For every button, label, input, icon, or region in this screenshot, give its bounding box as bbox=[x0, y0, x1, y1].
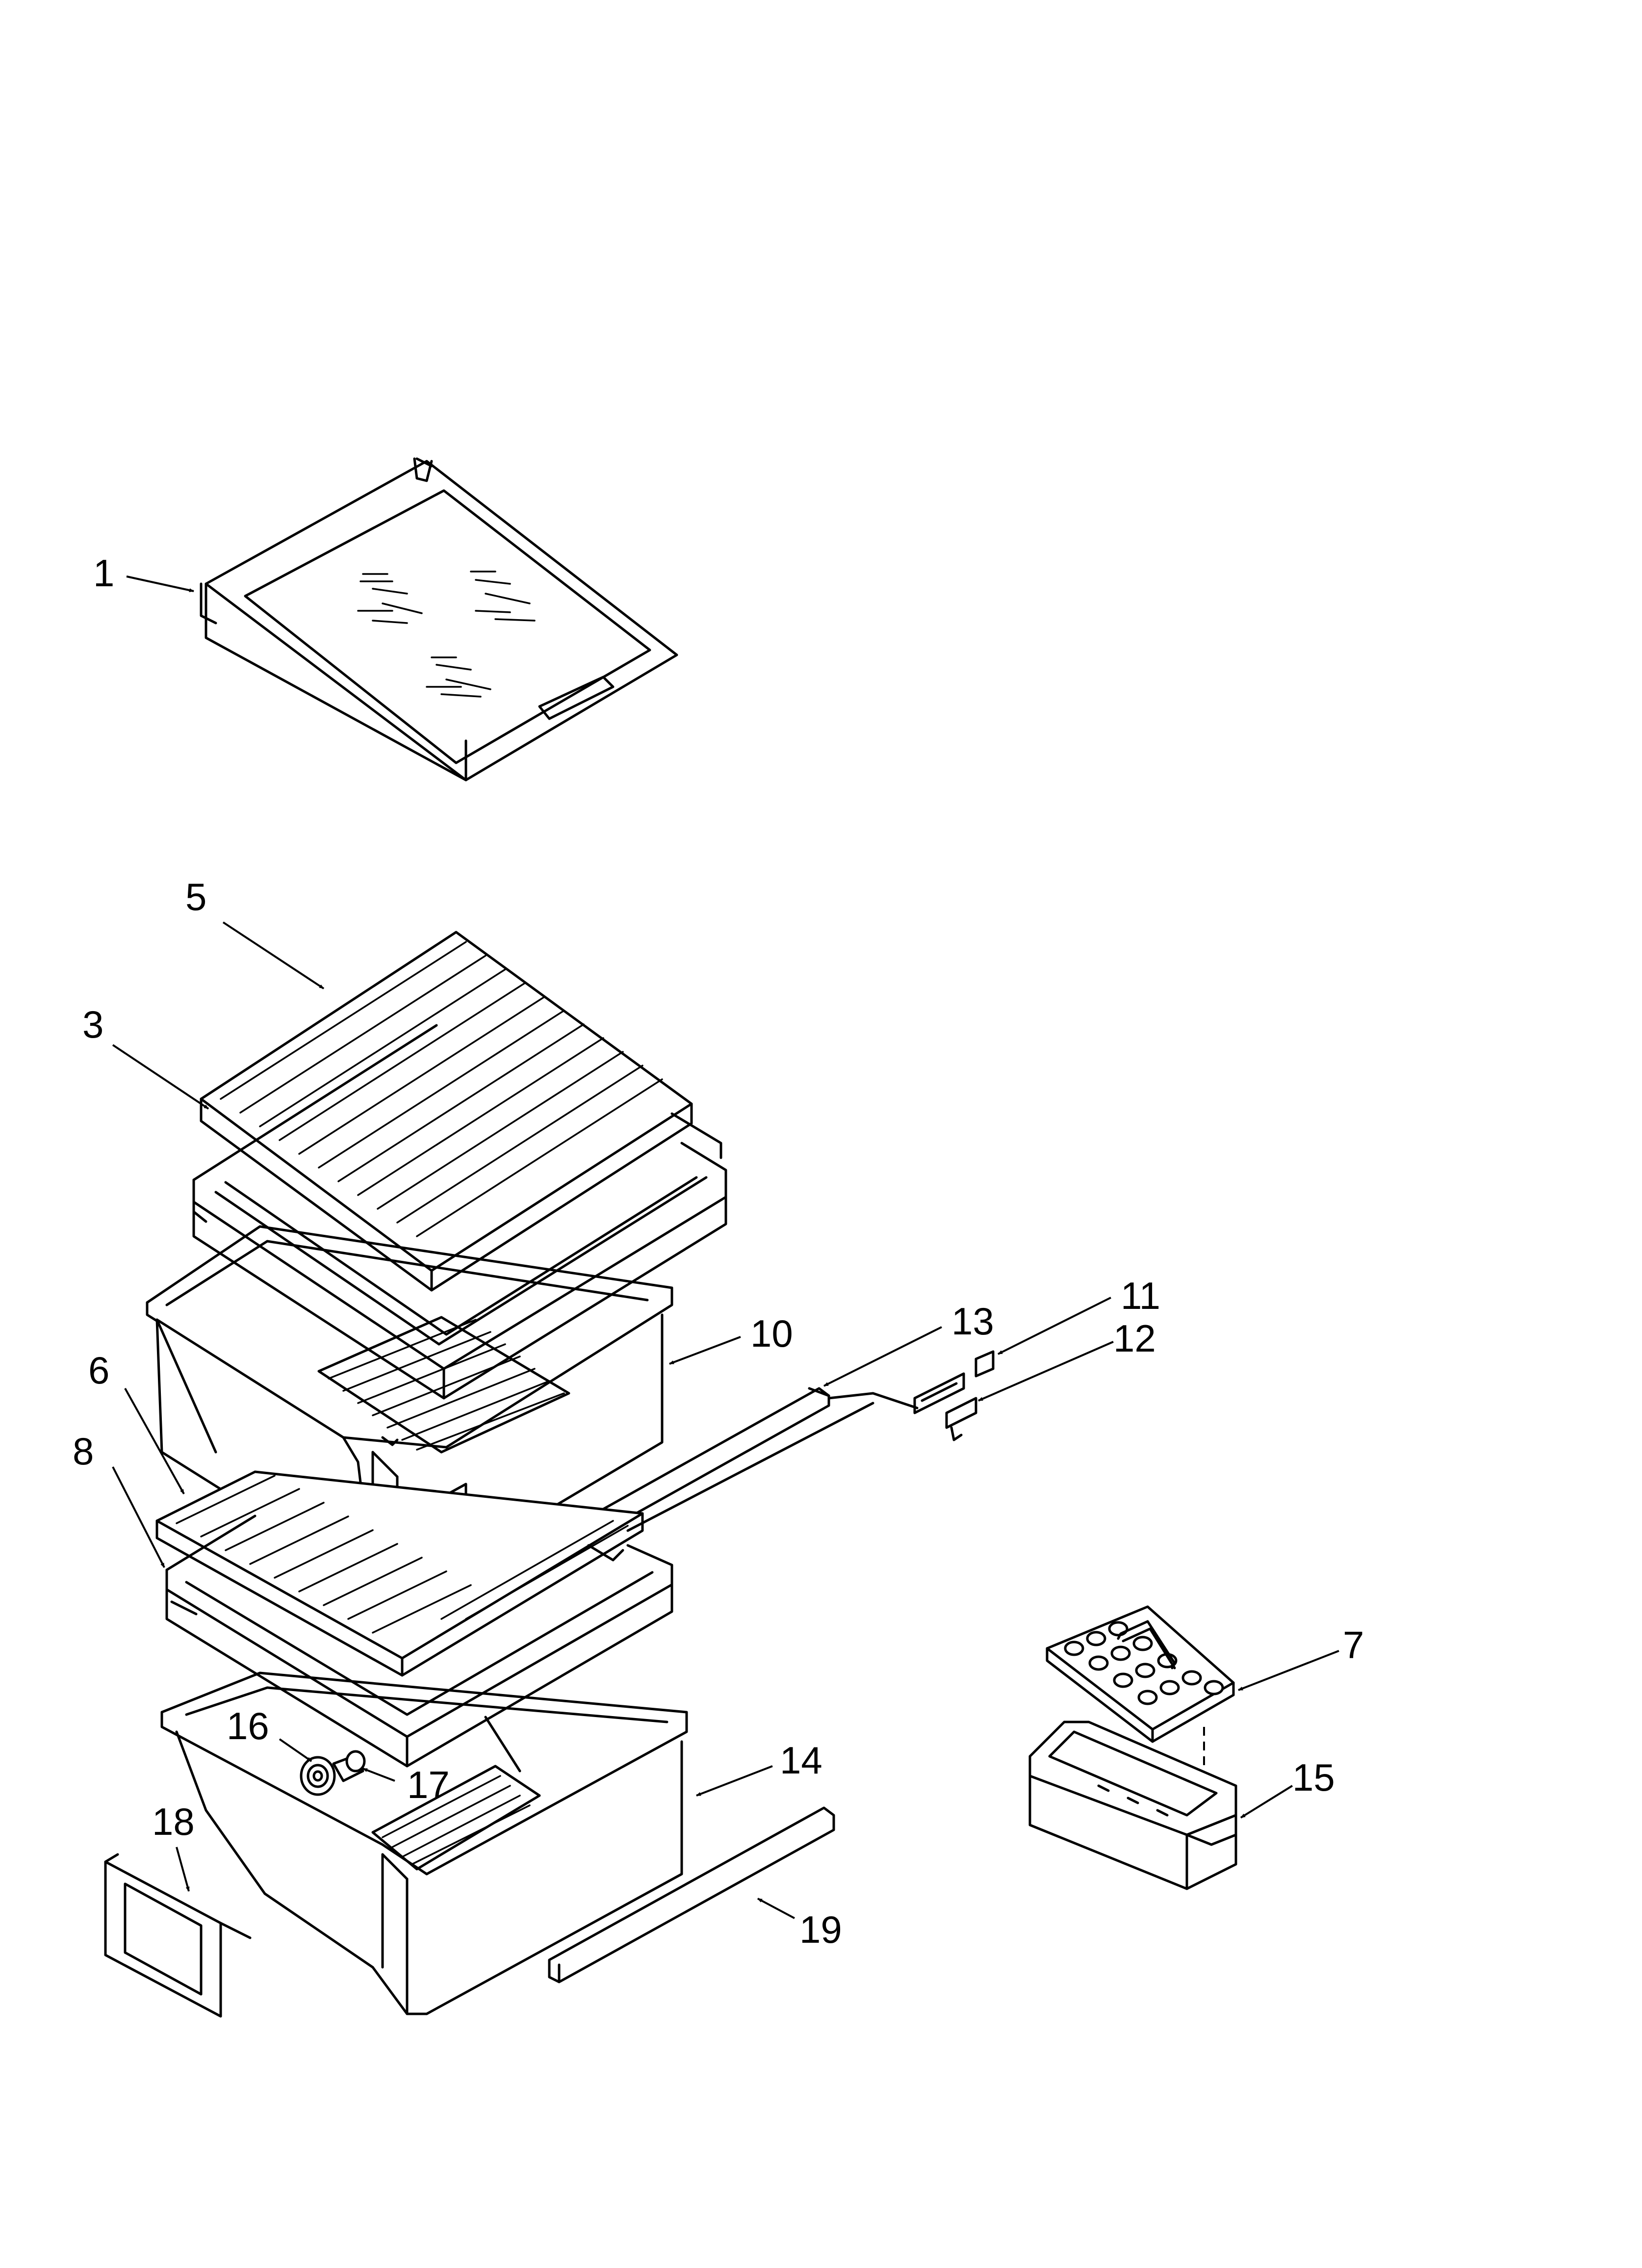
callout-16: 16 bbox=[227, 1704, 269, 1747]
callout-18: 18 bbox=[152, 1800, 195, 1843]
crisper-cover-part-5 bbox=[200, 931, 693, 1292]
callout-7: 7 bbox=[1343, 1623, 1364, 1667]
bracket-part-11 bbox=[913, 1350, 995, 1414]
callout-6: 6 bbox=[88, 1349, 109, 1392]
callout-14: 14 bbox=[780, 1739, 822, 1782]
rail-guide-line bbox=[626, 1402, 874, 1532]
egg-tray-part-7 bbox=[1046, 1605, 1235, 1743]
glass-shelf-part-1 bbox=[200, 457, 678, 782]
callout-12: 12 bbox=[1113, 1317, 1156, 1360]
callout-13: 13 bbox=[951, 1300, 994, 1343]
control-knob-part-16 bbox=[300, 1756, 336, 1796]
callout-11: 11 bbox=[1121, 1274, 1160, 1317]
callout-3: 3 bbox=[82, 1003, 103, 1046]
fastener-part-17 bbox=[332, 1750, 366, 1782]
crisper-drawer-part-14 bbox=[160, 1671, 688, 2015]
bracket-part-12 bbox=[945, 1397, 977, 1441]
egg-bin-part-15 bbox=[1028, 1721, 1237, 1890]
callout-10: 10 bbox=[750, 1312, 793, 1355]
shelf-frame-part-8 bbox=[165, 1514, 673, 1768]
shelf-part-6 bbox=[155, 1470, 644, 1677]
rail-connector-line bbox=[827, 1392, 919, 1409]
callout-5: 5 bbox=[185, 875, 206, 918]
callout-15: 15 bbox=[1292, 1756, 1335, 1799]
callout-19: 19 bbox=[799, 1908, 842, 1951]
leader-lines bbox=[112, 575, 1339, 1919]
label-holder-part-18 bbox=[104, 1853, 252, 2018]
callout-1: 1 bbox=[93, 551, 114, 595]
callout-17: 17 bbox=[407, 1763, 450, 1806]
callout-8: 8 bbox=[73, 1430, 94, 1473]
trim-part-19 bbox=[548, 1806, 835, 1983]
